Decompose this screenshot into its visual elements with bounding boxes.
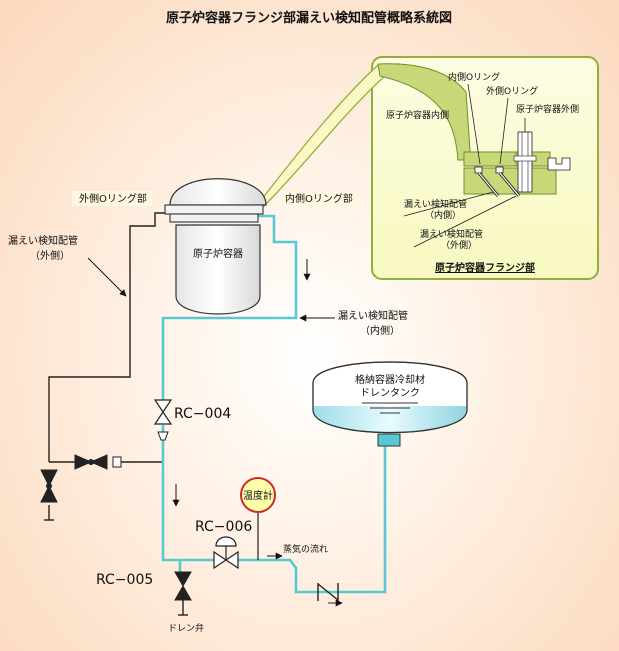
vessel-head <box>169 178 267 206</box>
outer-oring-section-label: 外側Oリング部 <box>79 192 147 205</box>
valve-rc006[interactable] <box>213 536 239 570</box>
inner-leak-pipe <box>161 214 387 594</box>
inset-vessel-outside-label: 原子炉容器外側 <box>516 103 579 115</box>
funnel-fitting <box>157 431 169 441</box>
steam-flow-label: 蒸気の流れ <box>283 543 328 555</box>
valve-rc006-label: RC−006 <box>195 519 252 535</box>
flange-detail-inset: 内側Oリング 外側Oリング 原子炉容器内側 原子炉容器外側 漏えい検知配管 （内… <box>257 56 599 280</box>
leak-pipe-outer-label: 漏えい検知配管 <box>8 234 78 247</box>
outer-line-valve[interactable] <box>74 454 122 470</box>
inset-inner-oring-label: 内側Oリング <box>448 71 500 83</box>
inset-vessel-inside-label: 原子炉容器内側 <box>386 109 449 121</box>
inner-oring-section-label: 内側Oリング部 <box>285 192 353 205</box>
inner-oring-groove <box>474 166 483 174</box>
check-valve <box>317 583 343 607</box>
tank-liquid <box>313 406 467 433</box>
stud-bolt <box>517 131 533 193</box>
leak-pipe-outer-sub: （外側） <box>30 249 70 262</box>
valve-rc004-label: RC−004 <box>174 406 231 422</box>
outer-drain-valve[interactable] <box>40 469 58 503</box>
inset-outer-oring-label: 外側Oリング <box>486 85 538 97</box>
tank-label-2: ドレンタンク <box>360 387 420 399</box>
valve-rc005-label: RC−005 <box>96 572 153 588</box>
vessel-flange <box>164 204 264 215</box>
inset-title: 原子炉容器フランジ部 <box>435 261 535 274</box>
inset-pipe-outer-label: 漏えい検知配管 <box>420 228 483 240</box>
diagram-title: 原子炉容器フランジ部漏えい検知配管概略系統図 <box>166 10 452 26</box>
drain-tank: 格納容器冷却材 ドレンタンク <box>312 361 468 447</box>
vessel-body <box>175 224 261 315</box>
drain-valve-label: ドレン弁 <box>168 622 204 634</box>
thermometer-label: 温度計 <box>243 489 273 502</box>
tank-label-1: 格納容器冷却材 <box>355 373 425 386</box>
leak-pipe-outer-arrow <box>87 257 127 297</box>
leak-pipe-inner-sub: （内側） <box>360 324 400 337</box>
reactor-vessel-label: 原子炉容器 <box>193 247 243 260</box>
reactor-vessel: 原子炉容器 <box>164 178 267 315</box>
upper-flange <box>463 151 517 167</box>
inset-pipe-outer-sub: （外側） <box>441 239 477 251</box>
valve-rc005[interactable] <box>174 571 192 601</box>
inset-pipe-inner-sub: （内側） <box>425 209 461 221</box>
outer-oring-groove <box>495 166 504 174</box>
thermometer: 温度計 <box>240 477 276 560</box>
tank-nozzle <box>377 433 401 447</box>
valve-rc004[interactable] <box>153 399 173 425</box>
leak-pipe-inner-label: 漏えい検知配管 <box>338 309 408 322</box>
inset-pipe-inner-label: 漏えい検知配管 <box>404 198 467 210</box>
vessel-head-section <box>377 63 473 161</box>
